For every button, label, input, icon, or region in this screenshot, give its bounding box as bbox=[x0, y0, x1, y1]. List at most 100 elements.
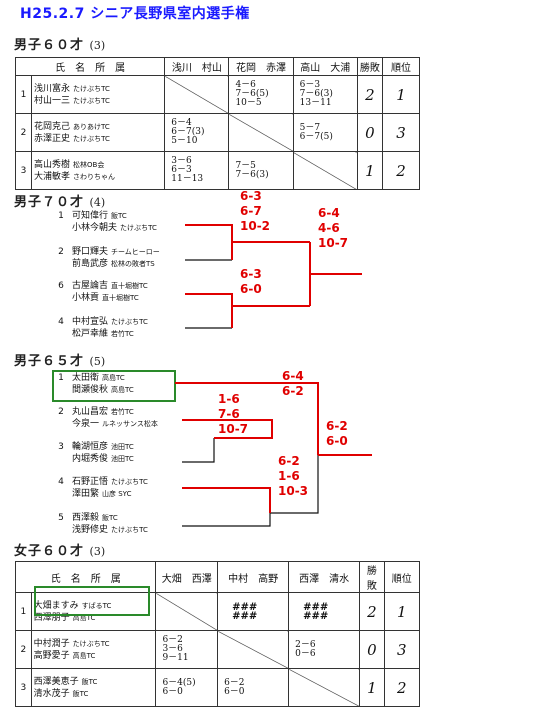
player-line: 間瀬俊秋高島TC bbox=[50, 384, 134, 396]
seed-number: 2 bbox=[58, 407, 64, 417]
set-score: 4-6 bbox=[318, 221, 340, 235]
set-score: 6－2 bbox=[224, 677, 245, 688]
player-name: 高山秀樹 bbox=[34, 159, 71, 170]
player-line: 赤澤正史たけぶちTC bbox=[34, 133, 162, 145]
set-score: 2－6 bbox=[295, 639, 316, 650]
set-score: 1-6 bbox=[278, 469, 300, 483]
player-line: 今泉一ルネッサンス松本 bbox=[50, 418, 158, 430]
player-name: 今泉一 bbox=[72, 419, 100, 429]
seed-number: 6 bbox=[58, 281, 64, 291]
player-name: 大畑ますみ bbox=[33, 600, 79, 611]
club-name: チームヒーロー bbox=[111, 248, 160, 256]
player-name: 花岡克己 bbox=[34, 121, 71, 132]
club-name: ルネッサンス松本 bbox=[102, 420, 158, 428]
bracket-line-winner bbox=[182, 487, 271, 513]
club-name: 飯TC bbox=[111, 212, 127, 220]
seed-number: 5 bbox=[58, 513, 64, 523]
section-heading-men-60: 男子６０才 (3) bbox=[14, 34, 105, 53]
player-line: 花岡克己ありあけTC bbox=[34, 121, 162, 133]
player-line: 浅野修史たけぶちTC bbox=[50, 524, 148, 536]
section-label: 女子６０才 bbox=[14, 544, 85, 559]
set-score: 6-4 bbox=[318, 206, 340, 220]
club-name: 高島TC bbox=[72, 651, 96, 660]
club-name: 直十堀樹TC bbox=[102, 294, 139, 302]
wins-count: 2 bbox=[359, 592, 385, 631]
section-count: (4) bbox=[89, 196, 106, 209]
player-line: 高野愛子高島TC bbox=[34, 650, 154, 662]
player-name: 西澤美恵子 bbox=[33, 676, 79, 687]
club-name: 飯TC bbox=[102, 514, 118, 522]
set-score: 6－4 bbox=[171, 118, 192, 128]
set-score: 3－6 bbox=[162, 644, 183, 654]
club-name: たけぶちTC bbox=[111, 478, 148, 486]
player-name: 野口輝夫 bbox=[72, 247, 109, 257]
set-score: 9－11 bbox=[162, 653, 189, 663]
club-name: 池田TC bbox=[111, 455, 134, 463]
club-name: たけぶちTC bbox=[73, 96, 110, 105]
player-line: 内堀秀俊池田TC bbox=[50, 453, 134, 465]
section-count: (5) bbox=[89, 355, 106, 368]
player-name: 松戸幸維 bbox=[72, 329, 109, 339]
player-line: 西澤朋子高島TC bbox=[34, 612, 154, 624]
self-match-cell bbox=[217, 630, 290, 669]
club-name: たけぶちTC bbox=[120, 224, 157, 232]
self-match-cell bbox=[228, 113, 294, 152]
set-score: 6-7 bbox=[240, 204, 262, 218]
section-heading-men-65: 男子６５才 (5) bbox=[14, 350, 105, 369]
player-line: 浅川富永たけぶちTC bbox=[34, 83, 162, 95]
set-score: 4－6 bbox=[235, 80, 256, 90]
club-name: 高島TC bbox=[102, 374, 125, 382]
bracket-line bbox=[182, 438, 215, 463]
section-heading-women-60: 女子６０才 (3) bbox=[14, 540, 105, 559]
section-label: 男子６０才 bbox=[14, 38, 85, 53]
set-score: 1-6 bbox=[218, 392, 240, 406]
set-score: 6－4(5) bbox=[162, 677, 196, 688]
club-name: 池田TC bbox=[111, 443, 134, 451]
set-score: 7－6(5) bbox=[235, 89, 269, 99]
set-score: 6-0 bbox=[240, 282, 262, 296]
seed-number: 1 bbox=[58, 211, 64, 221]
club-name: 直十堀樹TC bbox=[111, 282, 148, 290]
bracket-line-winner bbox=[182, 419, 273, 439]
player-name: 輪湖恒彦 bbox=[72, 442, 109, 452]
set-score: 6－3 bbox=[299, 80, 321, 90]
self-match-cell bbox=[155, 592, 219, 631]
set-score: 7－6(3) bbox=[299, 89, 333, 99]
club-name: 高島TC bbox=[111, 386, 134, 394]
final-rank: 2 bbox=[381, 151, 421, 190]
club-name: 飯TC bbox=[72, 689, 89, 698]
section-label: 男子６５才 bbox=[14, 354, 85, 369]
set-score: 6－7(5) bbox=[299, 131, 333, 142]
player-line: 大浦敏孝さわりちゃん bbox=[34, 171, 162, 183]
set-score: 5－10 bbox=[171, 136, 198, 146]
page-title: H25.2.7 シニア長野県室内選手権 bbox=[20, 6, 250, 22]
set-score: 11－13 bbox=[171, 174, 204, 184]
club-name: たけぶちTC bbox=[111, 318, 148, 326]
player-line: 大畑ますみすばるTC bbox=[34, 600, 154, 612]
bracket-line-winner bbox=[185, 224, 233, 260]
set-score: 10-3 bbox=[278, 484, 309, 498]
